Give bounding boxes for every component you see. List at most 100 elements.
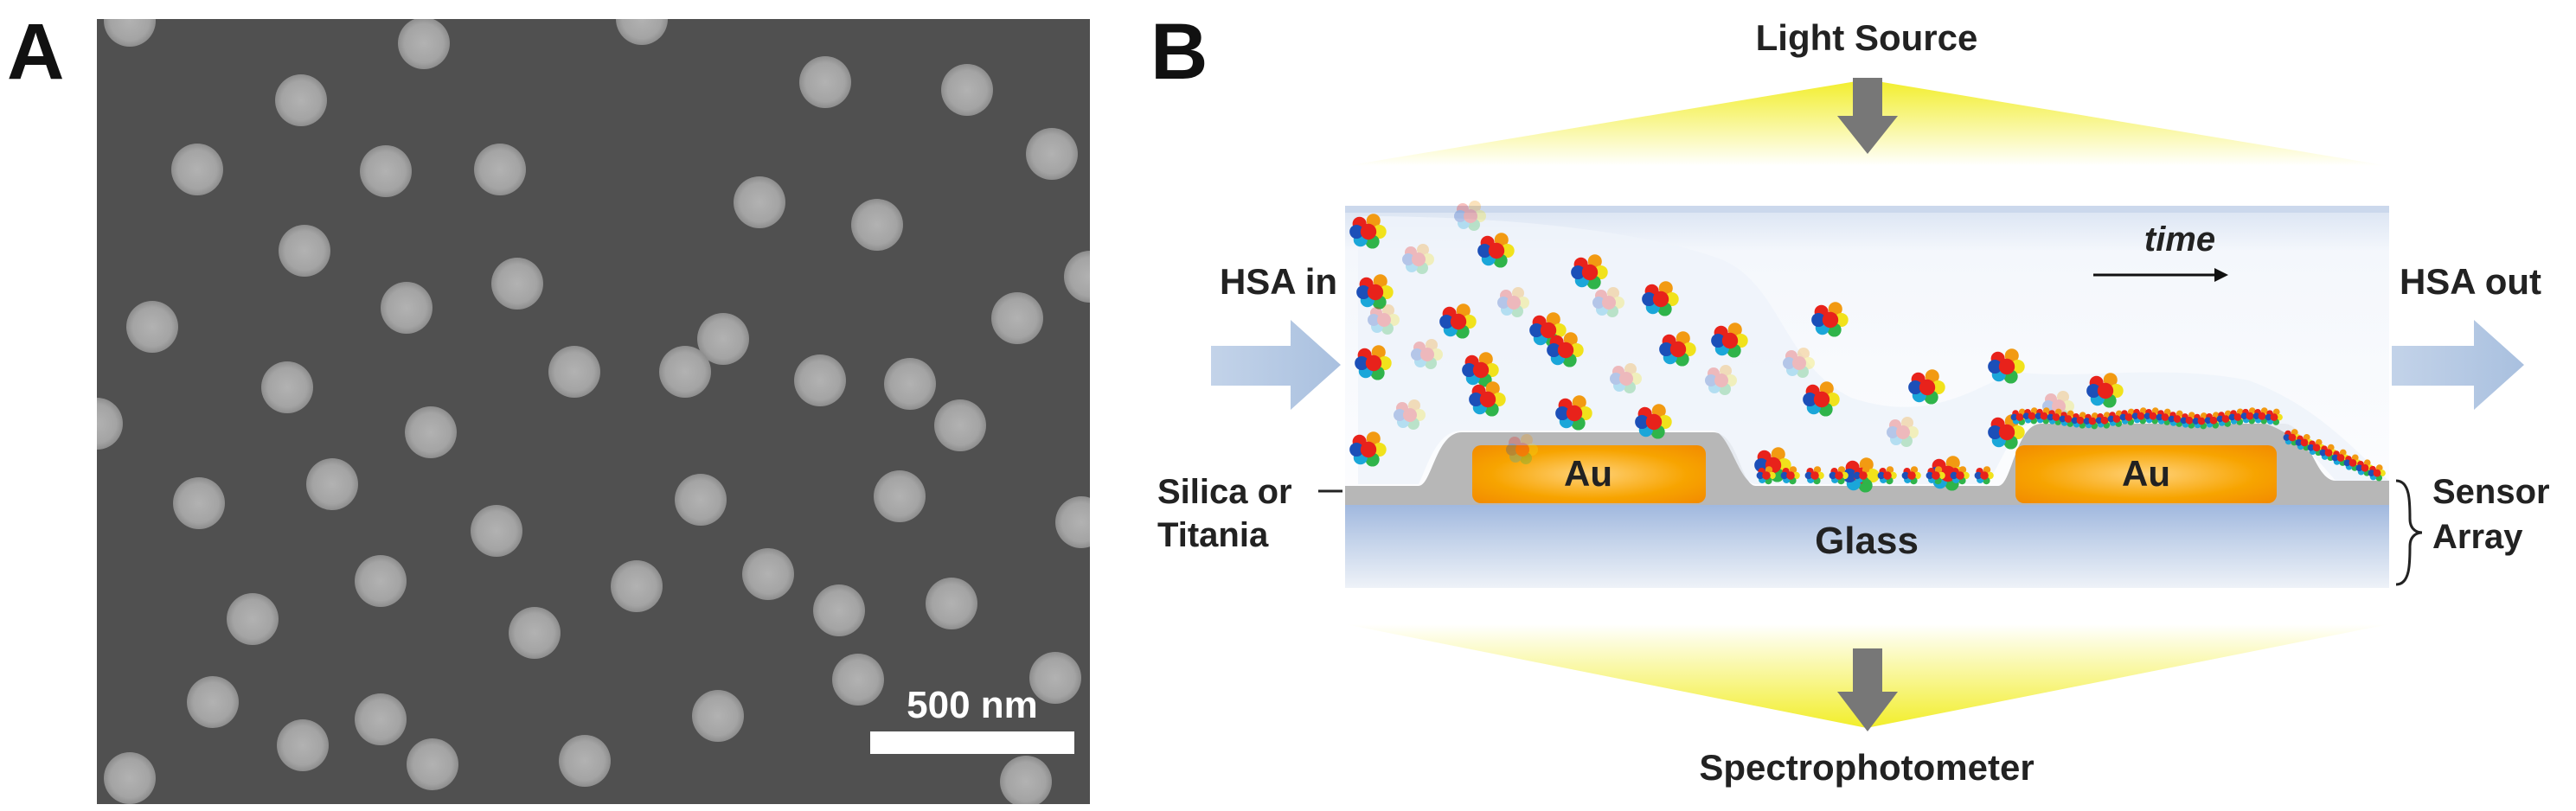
adsorbed-protein: [1829, 466, 1849, 485]
spectrophotometer-label: Spectrophotometer: [1699, 747, 2034, 788]
nanodisk: [126, 301, 178, 353]
adsorbed-protein: [1877, 466, 1897, 485]
nanodisk: [851, 199, 903, 251]
nanodisk: [261, 361, 313, 413]
nanodisk: [1026, 128, 1078, 180]
nanodisk: [616, 19, 668, 45]
panel-a-letter: A: [7, 8, 65, 96]
coating-label-line2: Titania: [1157, 516, 1269, 554]
nanodisk: [1029, 652, 1081, 704]
adsorbed-protein: [2331, 449, 2349, 466]
nanodisk: [874, 470, 926, 522]
hsa-protein-faint: [1705, 365, 1737, 395]
time-label: time: [2144, 220, 2215, 259]
hsa-protein: [1469, 381, 1506, 417]
hsa-protein: [1635, 404, 1672, 439]
hsa-protein-faint: [1610, 363, 1642, 393]
adsorbed-protein: [1756, 466, 1776, 485]
nanodisk: [407, 738, 458, 790]
hsa-protein-faint: [1506, 434, 1538, 464]
nanodisk: [832, 654, 884, 706]
sensor-label-line2: Array: [2432, 518, 2523, 556]
nanodisk: [742, 548, 794, 600]
nanodisk: [1000, 756, 1052, 804]
nanodisk: [474, 144, 526, 195]
nanodisk: [509, 607, 561, 659]
chamber-lid: [1345, 206, 2389, 213]
gold-electrode-left: [1472, 445, 1706, 503]
nanodisk: [306, 458, 358, 510]
adsorbed-protein: [2355, 459, 2374, 476]
hsa-protein: [1349, 431, 1387, 467]
hsa-protein-faint: [1402, 244, 1434, 274]
sensor-bracket: [2395, 479, 2423, 586]
adsorbed-protein: [1901, 466, 1921, 485]
nanodisk: [675, 474, 727, 526]
outflow-arrow: [2392, 320, 2524, 410]
nanodisk: [171, 144, 223, 195]
glass-label: Glass: [1815, 520, 1919, 562]
scale-bar-label: 500 nm: [907, 684, 1038, 726]
hsa-protein: [1988, 414, 2025, 450]
hsa-protein: [1659, 331, 1696, 367]
nanodisk: [398, 19, 450, 69]
nanodisk: [405, 406, 457, 458]
hsa-protein-faint: [1783, 348, 1815, 378]
adsorbed-protein: [1974, 466, 1994, 485]
nanodisk: [799, 56, 851, 108]
hsa-protein-faint: [1887, 417, 1919, 447]
hsa-protein: [1439, 303, 1477, 339]
hsa-protein: [1811, 302, 1849, 337]
hsa-protein: [1547, 332, 1584, 367]
adsorbed-protein: [2368, 464, 2386, 482]
nanodisk: [173, 477, 225, 529]
nanodisk: [355, 555, 407, 607]
hsa-proteins: [1349, 201, 2386, 493]
sensor-label-line1: Sensor: [2432, 473, 2550, 511]
adsorbed-protein: [1950, 466, 1970, 485]
glass-substrate: [1345, 503, 2389, 588]
hsa-protein-faint: [1411, 339, 1443, 369]
hsa-protein-faint: [1368, 304, 1400, 335]
sem-background: [97, 19, 1090, 804]
hsa-protein: [1908, 369, 1945, 405]
hsa-protein: [1555, 395, 1592, 431]
nanodisk: [734, 176, 785, 228]
nanodisk: [548, 346, 600, 398]
hsa-protein: [1571, 254, 1608, 290]
nanodisk: [187, 676, 239, 728]
nanodisk: [97, 398, 123, 450]
nanodisk: [794, 354, 846, 406]
hsa-protein: [1711, 322, 1748, 358]
nanodisk: [559, 735, 611, 787]
sem-image: 500 nm: [97, 19, 1090, 804]
adsorbed-protein: [1926, 466, 1945, 485]
hsa-protein-faint: [1592, 287, 1624, 317]
nanodisk: [471, 505, 522, 557]
nanodisk: [355, 693, 407, 745]
nanodisk: [1064, 251, 1090, 303]
hsa-protein: [1988, 348, 2025, 384]
adsorbed-protein: [2035, 407, 2053, 425]
panel-b-letter: B: [1150, 8, 1208, 96]
nanodisk: [697, 313, 749, 365]
hsa-protein-faint: [1394, 399, 1426, 430]
gold-electrode-right: [2015, 445, 2277, 503]
hsa-protein: [1477, 233, 1515, 268]
adsorbed-protein: [1853, 466, 1873, 485]
coating-label-line1: Silica or: [1157, 473, 1292, 511]
hsa-protein: [1356, 274, 1394, 310]
hsa-protein: [2086, 373, 2124, 408]
outlet-label: HSA out: [2400, 261, 2541, 302]
nanodisk: [1055, 496, 1090, 548]
nanodisk: [991, 292, 1043, 344]
nanodisk: [692, 690, 744, 742]
nanodisk: [279, 225, 330, 277]
spectrophotometer-arrow: [1837, 648, 1898, 731]
nanodisk: [884, 358, 936, 410]
adsorbed-protein: [2192, 412, 2210, 430]
inflow-arrow: [1211, 320, 1341, 410]
nanodisk: [926, 578, 977, 629]
adsorbed-protein: [1780, 466, 1800, 485]
time-arrow-head: [2214, 268, 2228, 282]
